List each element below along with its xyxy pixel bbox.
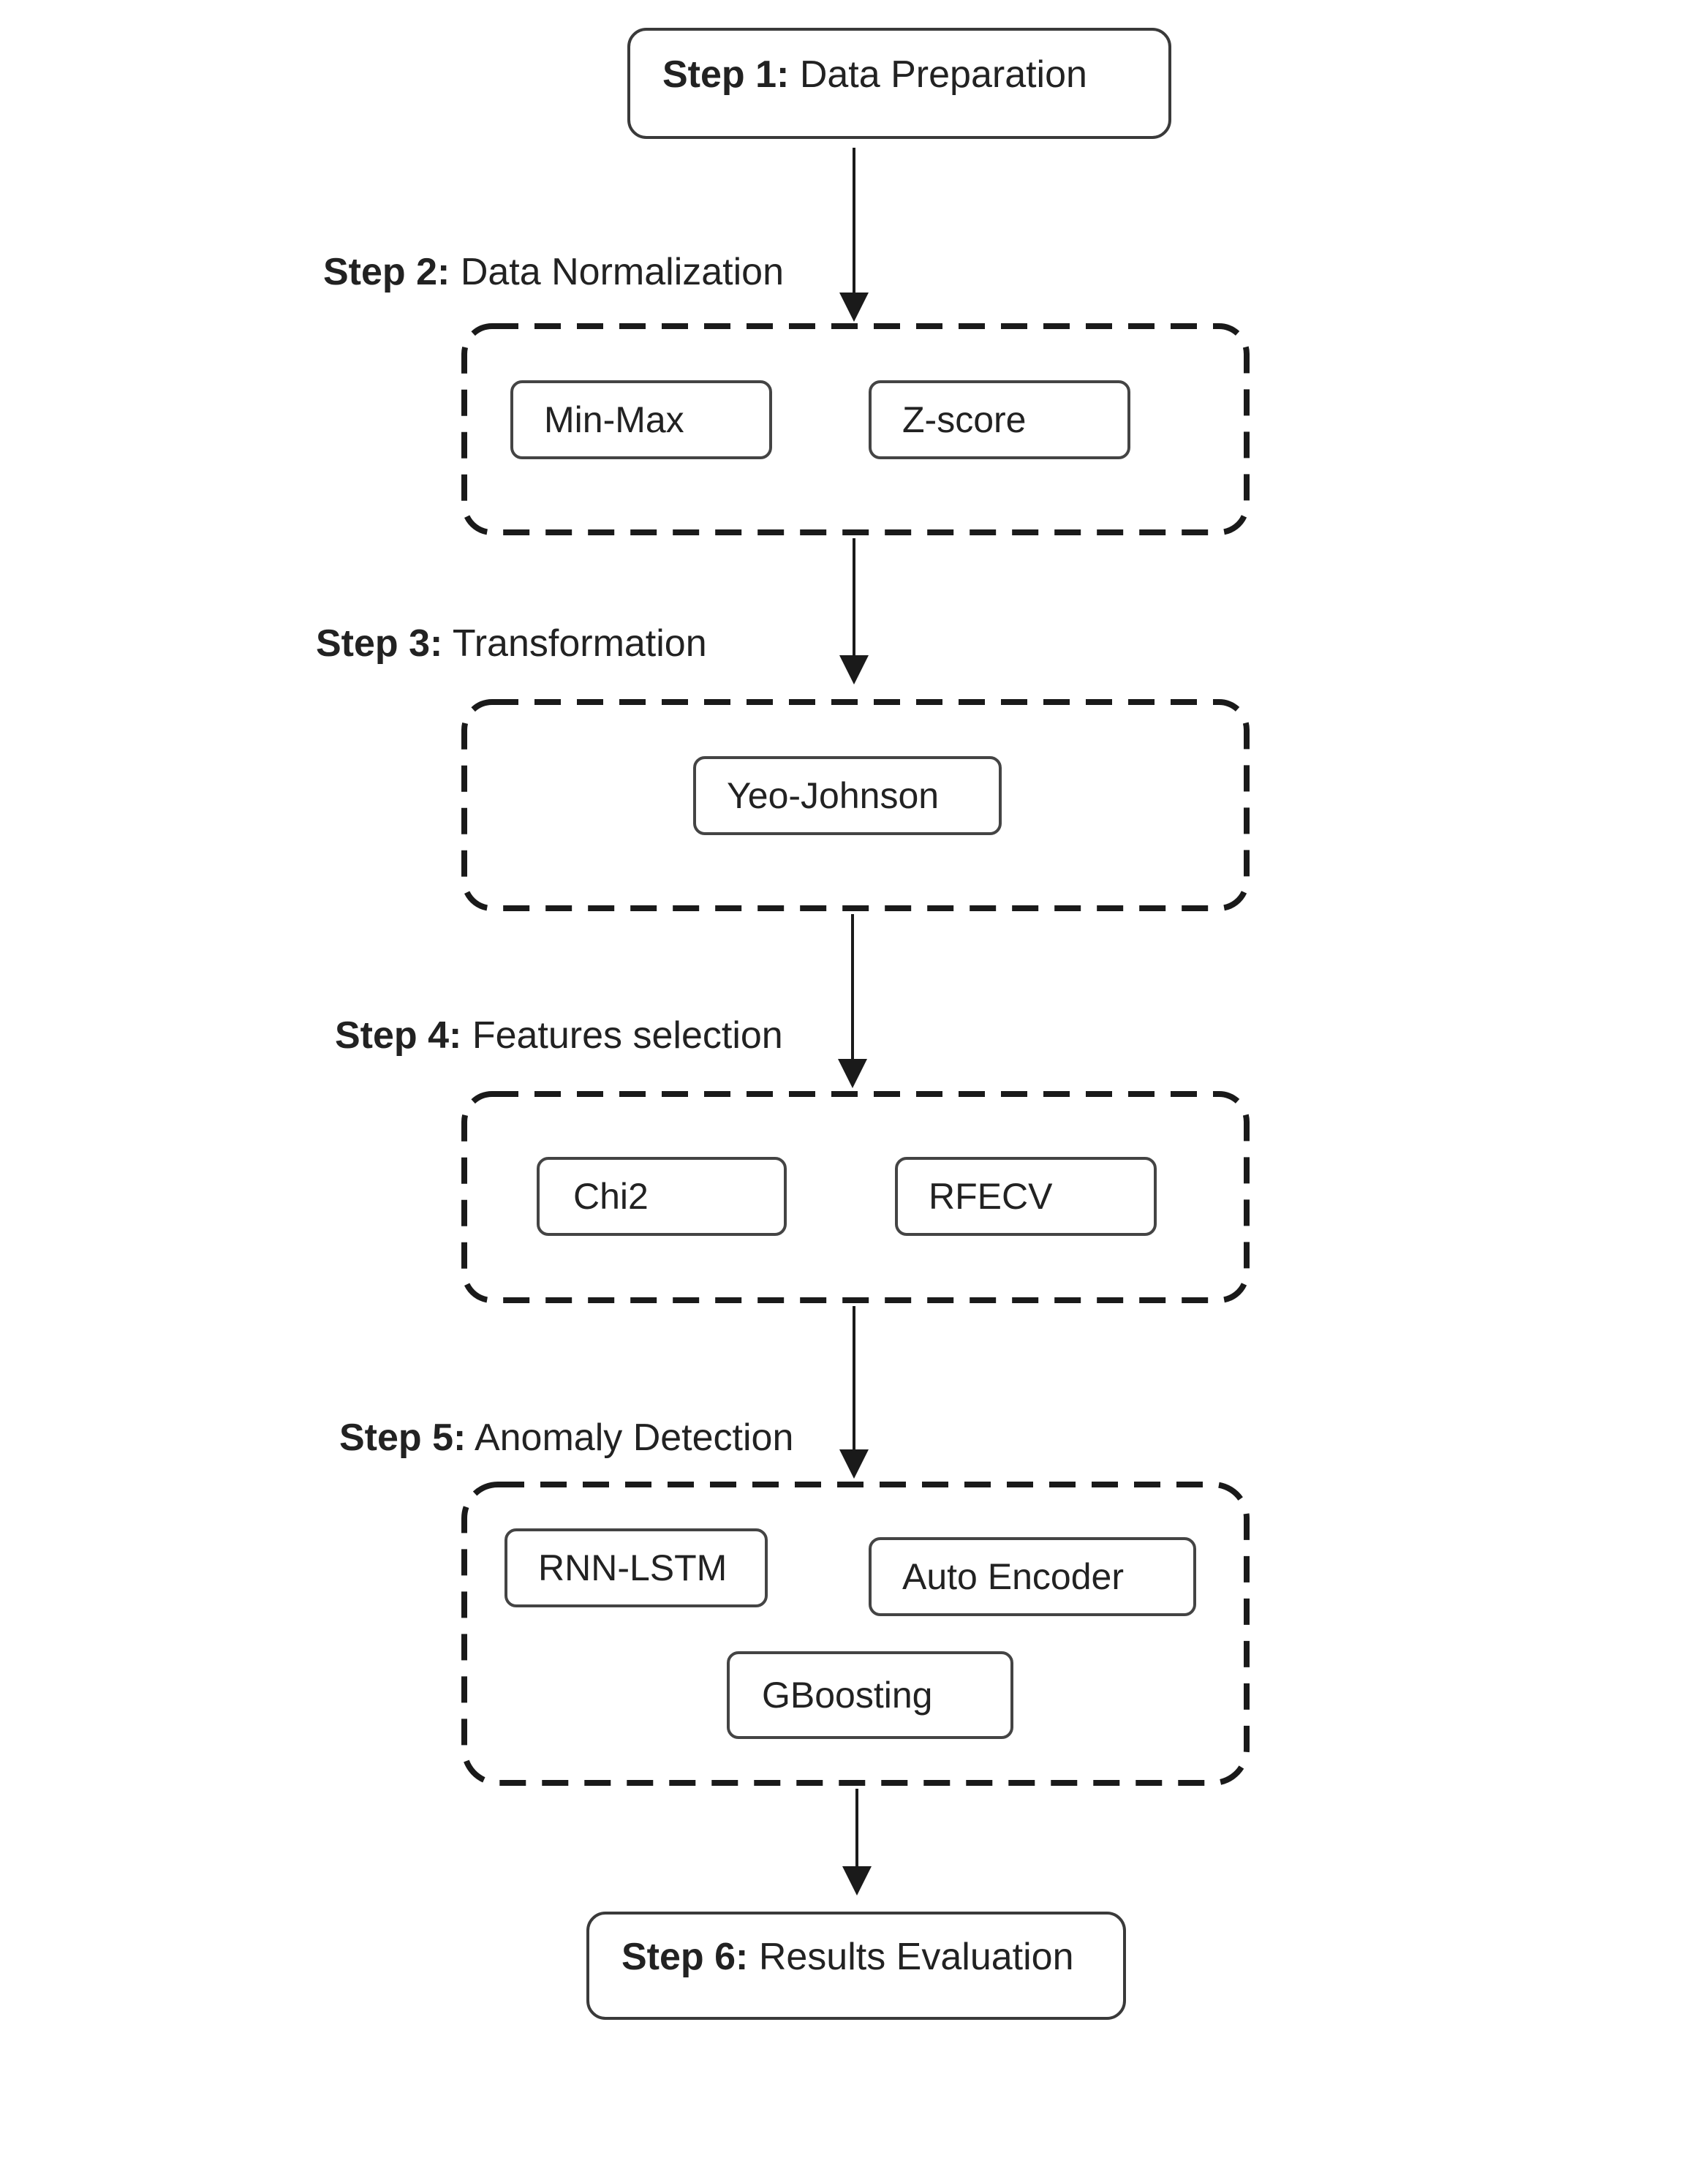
method-gboosting-label: GBoosting — [762, 1675, 933, 1716]
step-6-box — [586, 1912, 1126, 2020]
method-rnn-lstm: RNN-LSTM — [505, 1528, 768, 1607]
method-min-max: Min-Max — [510, 380, 772, 459]
step-1-prefix: Step 1: — [662, 53, 790, 96]
method-gboosting: GBoosting — [727, 1651, 1013, 1739]
method-rfecv-label: RFECV — [929, 1176, 1053, 1217]
method-z-score: Z-score — [869, 380, 1130, 459]
method-rfecv: RFECV — [895, 1157, 1157, 1236]
step-1-box — [627, 28, 1171, 139]
normalization-group — [461, 323, 1250, 535]
step-6-prefix: Step 6: — [621, 1936, 749, 1978]
transformation-group — [461, 699, 1250, 911]
step-3-prefix: Step 3: — [316, 622, 443, 665]
step-1-label: Step 1: Data Preparation — [662, 53, 1087, 97]
method-chi2-label: Chi2 — [573, 1176, 649, 1217]
method-yeo-johnson: Yeo-Johnson — [693, 756, 1002, 835]
method-rnn-lstm-label: RNN-LSTM — [538, 1547, 728, 1588]
method-yeo-johnson-label: Yeo-Johnson — [727, 775, 940, 816]
step-5-label: Step 5: Anomaly Detection — [339, 1416, 793, 1460]
anomaly-detection-group — [461, 1482, 1250, 1786]
step-4-label: Step 4: Features selection — [335, 1014, 783, 1057]
method-auto-encoder: Auto Encoder — [869, 1537, 1196, 1616]
method-chi2: Chi2 — [537, 1157, 787, 1236]
step-5-name: Anomaly Detection — [474, 1417, 794, 1459]
method-z-score-label: Z-score — [902, 399, 1027, 440]
step-6-name: Results Evaluation — [758, 1936, 1074, 1978]
step-4-name: Features selection — [472, 1014, 783, 1057]
step-2-label: Step 2: Data Normalization — [323, 250, 784, 294]
step-3-label: Step 3: Transformation — [316, 622, 707, 665]
step-1-name: Data Preparation — [799, 53, 1087, 96]
step-4-prefix: Step 4: — [335, 1014, 462, 1057]
method-min-max-label: Min-Max — [544, 399, 684, 440]
step-5-prefix: Step 5: — [339, 1417, 466, 1459]
step-2-name: Data Normalization — [460, 251, 785, 293]
step-3-name: Transformation — [452, 622, 707, 665]
method-auto-encoder-label: Auto Encoder — [902, 1556, 1124, 1597]
feature-selection-group — [461, 1091, 1250, 1303]
step-2-prefix: Step 2: — [323, 251, 450, 293]
step-6-label: Step 6: Results Evaluation — [621, 1935, 1074, 1979]
